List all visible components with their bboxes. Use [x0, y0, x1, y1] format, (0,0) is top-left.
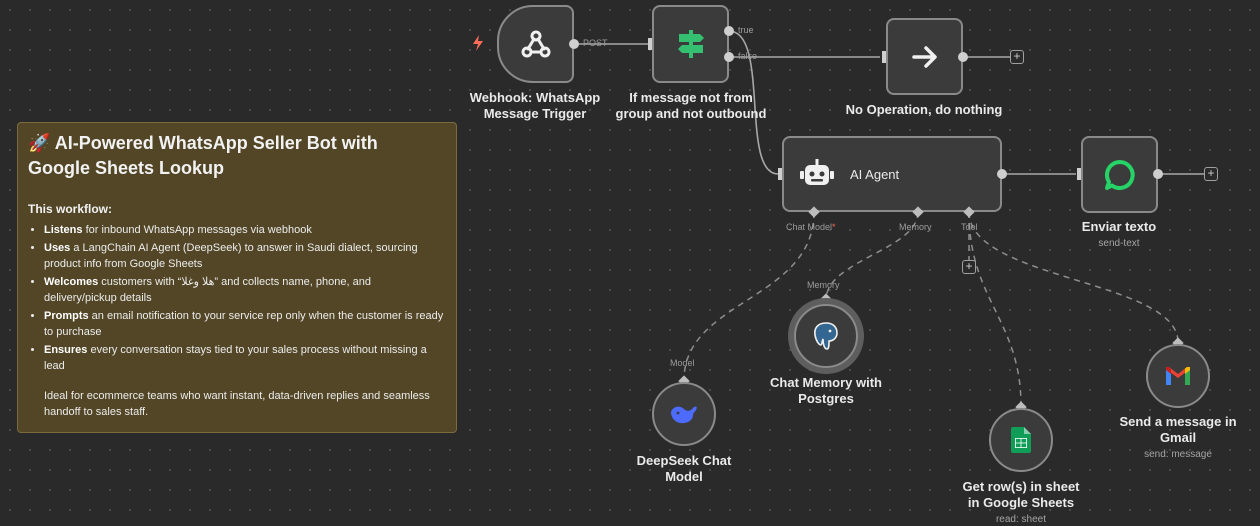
deepseek-chat-model-node[interactable] [652, 382, 716, 446]
chat-memory-label: Chat Memory with Postgres [770, 375, 882, 406]
agent-memory-tag: Memory [899, 222, 932, 232]
signpost-icon [677, 30, 704, 58]
google-sheets-icon [1011, 427, 1031, 453]
wire-model-agent [683, 211, 815, 381]
enviar-output-port[interactable] [1153, 169, 1163, 179]
enviar-add-plus[interactable]: + [1204, 167, 1218, 181]
agent-output-port[interactable] [997, 169, 1007, 179]
note-title: 🚀 AI-Powered WhatsApp Seller Bot with Go… [28, 133, 378, 178]
noop-output-port[interactable] [958, 52, 968, 62]
wire-tool-sheets [968, 211, 1022, 407]
gmail-sublabel: send: message [1144, 449, 1212, 460]
note-footer: Ideal for ecommerce teams who want insta… [44, 390, 430, 418]
enviar-texto-sublabel: send-text [1098, 238, 1140, 249]
if-false-port[interactable] [724, 52, 734, 62]
agent-input-port[interactable] [778, 168, 783, 180]
trigger-bolt-icon [473, 35, 483, 51]
if-node[interactable] [652, 5, 729, 83]
note-bullet: Uses a LangChain AI Agent (DeepSeek) to … [44, 240, 444, 272]
noop-add-plus[interactable]: + [1010, 50, 1024, 64]
whale-icon [671, 406, 697, 424]
postgres-elephant-icon [814, 322, 838, 350]
robot-icon [800, 159, 834, 185]
ai-agent-node[interactable]: AI Agent [782, 136, 1002, 212]
gmail-node[interactable] [1146, 344, 1210, 408]
if-true-tag: true [738, 25, 754, 35]
chat-memory-postgres-node[interactable] [794, 304, 858, 368]
agent-tool-add-plus[interactable]: + [962, 260, 976, 274]
wire-tool-gmail [968, 211, 1179, 343]
google-sheets-node[interactable] [989, 408, 1053, 472]
google-sheets-label: Get row(s) in sheet in Google Sheets [962, 479, 1080, 510]
note-bullet: Prompts an email notification to your se… [44, 308, 444, 340]
agent-chat-model-tag: Chat Model* [786, 222, 836, 232]
arrow-right-icon [911, 45, 937, 68]
if-input-port[interactable] [648, 38, 653, 50]
webhook-node[interactable] [497, 5, 574, 83]
webhook-node-label: Webhook: WhatsApp Message Trigger [469, 90, 601, 121]
if-node-label: If message not from group and not outbou… [615, 90, 767, 121]
note-bullet: Listens for inbound WhatsApp messages vi… [44, 222, 444, 238]
memory-tag: Memory [807, 280, 840, 290]
deepseek-label: DeepSeek Chat Model [636, 453, 732, 484]
noop-node[interactable] [886, 18, 963, 95]
noop-node-label: No Operation, do nothing [845, 102, 1003, 117]
if-false-tag: false [738, 51, 758, 61]
wire-memory-agent [825, 211, 919, 301]
if-true-port[interactable] [724, 26, 734, 36]
note-bullet-list: Listens for inbound WhatsApp messages vi… [28, 222, 444, 374]
enviar-texto-label: Enviar texto [1081, 219, 1157, 234]
sticky-note[interactable]: 🚀 AI-Powered WhatsApp Seller Bot with Go… [17, 122, 457, 433]
google-sheets-sublabel: read: sheet [995, 514, 1047, 525]
enviar-input-port[interactable] [1077, 168, 1082, 180]
noop-input-port[interactable] [882, 51, 887, 63]
note-bullet: Welcomes customers with “هلا وغلا” and c… [44, 274, 444, 306]
gmail-label: Send a message in Gmail [1119, 414, 1237, 445]
wire-if-agent [728, 30, 779, 175]
webhook-icon [521, 30, 550, 58]
ai-agent-label: AI Agent [850, 166, 900, 182]
webhook-post-tag: POST [583, 38, 608, 48]
deepseek-model-tag: Model [670, 358, 695, 368]
webhook-output-port[interactable] [569, 39, 579, 49]
chat-bubble-icon [1104, 159, 1135, 190]
enviar-texto-node[interactable] [1081, 136, 1158, 213]
note-bullet: Ensures every conversation stays tied to… [44, 342, 444, 374]
gmail-icon [1166, 367, 1190, 385]
agent-tool-tag: Tool [961, 222, 978, 232]
note-subtitle: This workflow: [28, 202, 112, 216]
